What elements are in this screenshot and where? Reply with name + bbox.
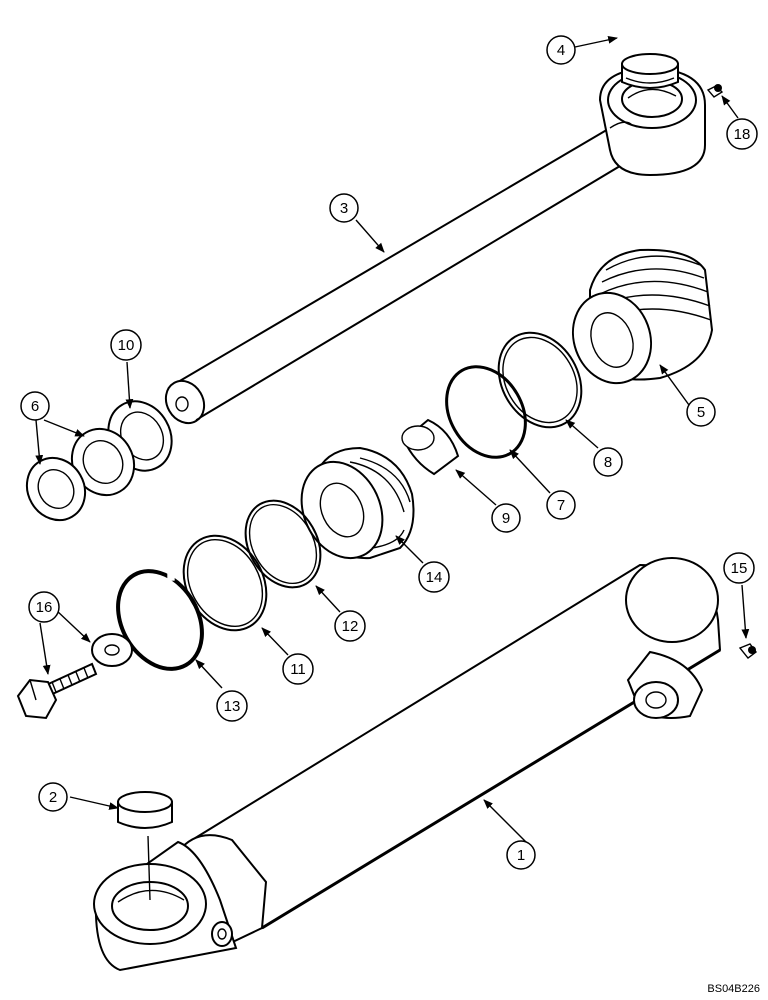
cylinder-barrel-part (93, 557, 722, 972)
callout-6: 6 (20, 391, 50, 421)
callout-7: 7 (546, 490, 576, 520)
callout-9: 9 (491, 503, 521, 533)
svg-text:3: 3 (340, 200, 348, 217)
svg-text:9: 9 (502, 510, 510, 527)
svg-text:1: 1 (517, 847, 525, 864)
bolt-part (16, 662, 98, 720)
callout-14: 14 (418, 561, 450, 593)
callout-1: 1 (506, 840, 536, 870)
callout-5: 5 (686, 397, 716, 427)
wiper-seal-part (25, 427, 136, 522)
base-bushing-part (117, 791, 173, 901)
callout-18: 18 (726, 118, 758, 150)
backup-ring-part (497, 331, 583, 429)
washer-part (91, 633, 133, 667)
svg-text:11: 11 (290, 661, 306, 678)
svg-text:7: 7 (557, 497, 565, 514)
callout-12: 12 (334, 610, 366, 642)
callout-11: 11 (282, 653, 314, 685)
grease-fitting-rod-part (706, 84, 724, 98)
svg-text:12: 12 (342, 618, 359, 635)
callout-13: 13 (216, 690, 248, 722)
drawing-code: BS04B226 (707, 983, 760, 995)
callout-4: 4 (546, 35, 576, 65)
svg-text:2: 2 (49, 789, 57, 806)
callout-8: 8 (593, 447, 623, 477)
gland-part (571, 248, 714, 385)
callout-16: 16 (28, 591, 60, 623)
rod-eye-bushing-part (621, 53, 679, 89)
piston-ring-11-part (182, 534, 268, 632)
svg-text:6: 6 (31, 398, 39, 415)
svg-text:18: 18 (734, 126, 751, 143)
svg-text:15: 15 (731, 560, 748, 577)
callout-10: 10 (110, 329, 142, 361)
svg-text:5: 5 (697, 404, 705, 421)
piston-rod-part (164, 66, 706, 425)
piston-ring-12-part (244, 499, 322, 589)
svg-text:10: 10 (118, 337, 135, 354)
piston-part (300, 446, 415, 560)
svg-text:14: 14 (426, 569, 443, 586)
callout-15: 15 (723, 552, 755, 584)
callout-2: 2 (38, 782, 68, 812)
svg-text:13: 13 (224, 698, 241, 715)
callout-3: 3 (329, 193, 359, 223)
svg-text:4: 4 (557, 42, 565, 59)
wear-ring-part (401, 418, 460, 476)
grease-fitting-barrel-part (738, 643, 757, 659)
svg-text:8: 8 (604, 454, 612, 471)
svg-text:16: 16 (36, 599, 53, 616)
